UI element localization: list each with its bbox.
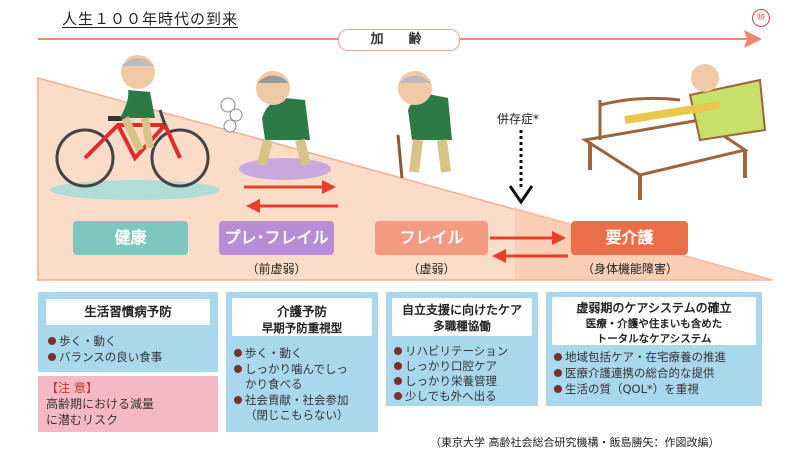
warning-title: 【注 意】 [46, 381, 98, 395]
list-item: 歩く・動く [48, 334, 117, 349]
list-item: しっかり噛んでしっ [234, 362, 348, 377]
comorbidity-label: 併存症* [497, 112, 540, 126]
list-item: 医療介護連携の総合的な提供 [554, 366, 715, 381]
card-subtitle: 医療・介護や住まいも含めた [585, 318, 723, 330]
list-item: 少しでも外へ出る [394, 389, 497, 404]
prefrail-bidirectional-arrows [244, 180, 338, 213]
card-title-box: 自立支援に向けたケア 多職種協働 [392, 298, 532, 336]
hunched-man-illustration [256, 71, 311, 167]
list-item: 社会貢献・社会参加 [234, 393, 349, 408]
care-bidirectional-arrows [490, 231, 568, 263]
list-item: リハビリテーション [394, 344, 508, 359]
bullet-icon [554, 369, 562, 377]
aging-label: 加 齢 [338, 29, 460, 51]
stage-care-sub: （身体機能障害） [581, 262, 678, 276]
breath-puff [220, 97, 243, 133]
bullet-icon [394, 362, 402, 370]
cyclist-man-illustration [55, 55, 210, 188]
card-title: 生活習慣病予防 [46, 299, 210, 325]
stage-prefrail-sub: （前虚弱） [246, 262, 307, 276]
card-subtitle: 早期予防重視型 [261, 321, 343, 335]
bullet-icon [554, 385, 562, 393]
bullet-icon [554, 353, 562, 361]
card-frailty-care-system: 虚弱期のケアシステムの確立 医療・介護や住まいも含めた トータルなケアシステム … [546, 292, 762, 406]
list-item: バランスの良い食事 [48, 350, 162, 365]
bullet-icon [234, 349, 242, 357]
bullet-icon [48, 353, 56, 361]
warning-line-2: に潜むリスク [46, 413, 119, 427]
card-title: 虚弱期のケアシステムの確立 [576, 301, 732, 315]
card-care-prevention: 介護予防 早期予防重視型 歩く・動く しっかり噛んでしっ かり食べる 社会貢献・… [226, 292, 378, 432]
comorbidity-arrow-head [508, 185, 534, 205]
warning-line-1: 高齢期における減量 [46, 397, 155, 411]
page-number: ⑩ [752, 9, 770, 27]
cane-man-illustration [396, 71, 452, 179]
card-title-box: 虚弱期のケアシステムの確立 医療・介護や住まいも含めた トータルなケアシステム [552, 297, 756, 345]
stage-prefrail: プレ･フレイル [219, 221, 334, 255]
list-item: しっかり栄養管理 [394, 374, 497, 389]
bedridden-man-illustration [580, 64, 767, 200]
bullet-icon [234, 365, 242, 373]
source-citation: （東京大学 高齢社会総合研究機構・飯島勝矢：作図改編） [430, 436, 720, 449]
card-subtitle-2: トータルなケアシステム [596, 333, 712, 345]
prefrail-shadow [239, 158, 331, 180]
card-title: 介護予防 [276, 304, 327, 319]
card-subtitle: 多職種協働 [433, 319, 491, 333]
card-title: 自立支援に向けたケア [401, 303, 522, 317]
list-item: 生活の質（QOL*）を重視 [554, 382, 699, 397]
list-item-continued: かり食べる [245, 377, 303, 391]
stage-care-needed: 要介護 [571, 221, 688, 255]
list-item: 歩く・動く [234, 346, 303, 361]
list-item: しっかり口腔ケア [394, 359, 497, 374]
warning-box: 【注 意】 高齢期における減量 に潜むリスク [38, 376, 218, 432]
list-item-continued: （閉じこもらない） [245, 408, 349, 422]
bullet-icon [234, 396, 242, 404]
page-title: 人生１００年時代の到来 [62, 10, 239, 28]
list-item: 地域包括ケア・在宅療養の推進 [554, 350, 726, 365]
bullet-icon [48, 337, 56, 345]
aging-arrow-head [744, 30, 762, 48]
card-independence-support: 自立支援に向けたケア 多職種協働 リハビリテーション しっかり口腔ケア しっかり… [386, 292, 538, 406]
stage-frail: フレイル [375, 221, 488, 255]
bullet-icon [394, 377, 402, 385]
stage-health: 健康 [73, 221, 188, 255]
card-title-box: 介護予防 早期予防重視型 [232, 298, 372, 336]
stage-frail-sub: （虚弱） [407, 262, 456, 276]
card-lifestyle-disease-prevention: 生活習慣病予防 歩く・動く バランスの良い食事 [38, 292, 218, 372]
bullet-icon [394, 392, 402, 400]
bullet-icon [394, 347, 402, 355]
